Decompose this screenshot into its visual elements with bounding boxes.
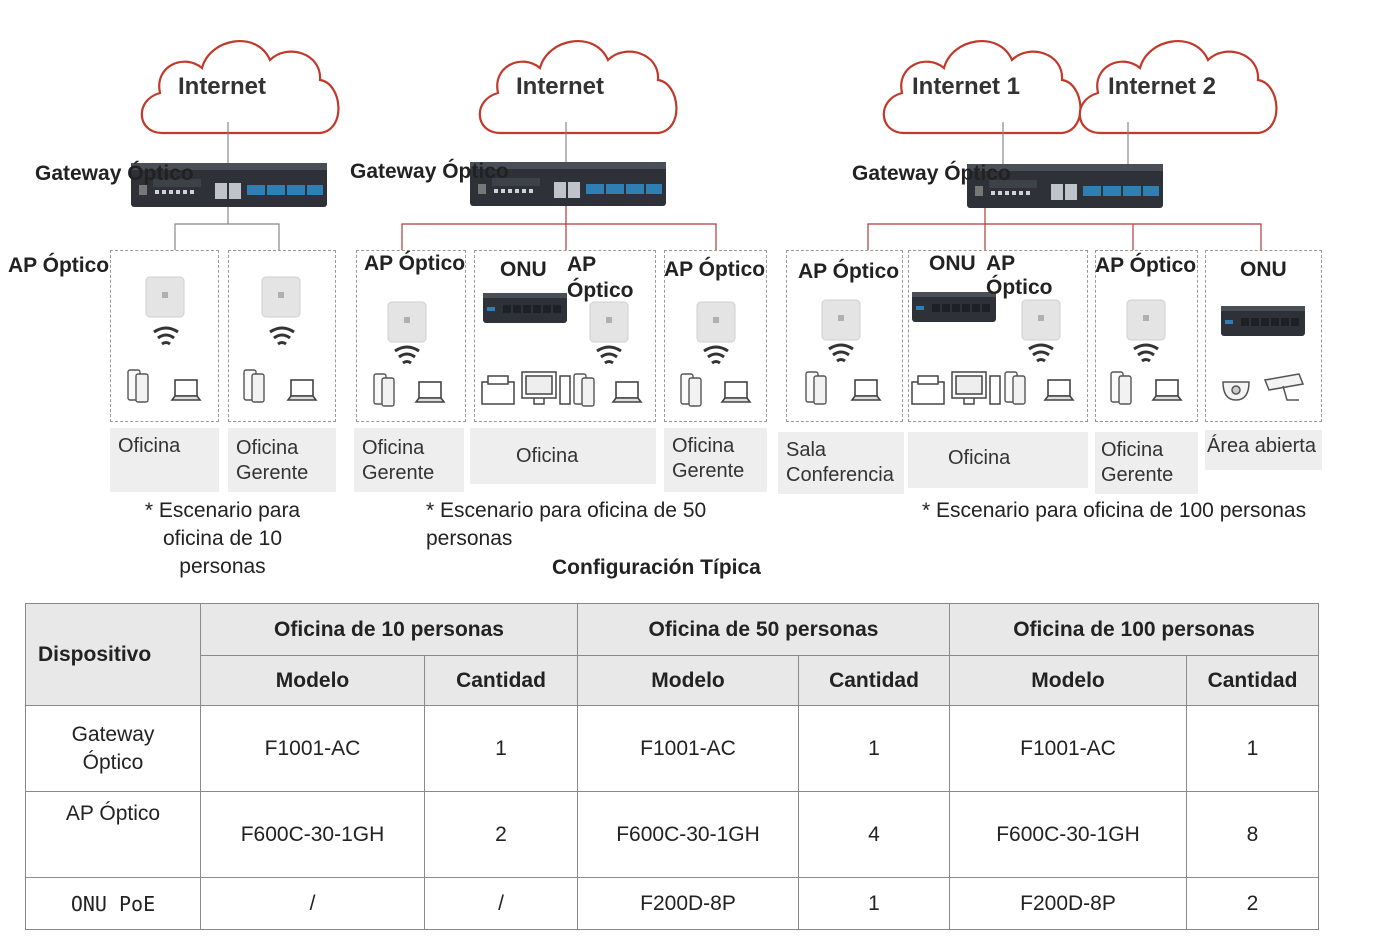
cloud-label: Internet 2 bbox=[1108, 73, 1216, 100]
cloud-label: Internet 1 bbox=[912, 73, 1020, 100]
onu-label: ONU bbox=[500, 258, 547, 281]
table-cell: 1 bbox=[424, 705, 578, 792]
scenario-caption: * Escenario para oficina de 50 personas bbox=[426, 499, 707, 550]
onu-label: ONU bbox=[1240, 258, 1287, 281]
table-cell-device: ONU PoE bbox=[25, 877, 201, 930]
table-row: ONU PoE / / F200D-8P 1 F200D-8P 2 bbox=[25, 877, 1319, 930]
room-name: Oficina Gerente bbox=[672, 435, 745, 482]
ap-label: AP Óptico bbox=[664, 258, 766, 281]
room-name: Oficina Gerente bbox=[362, 437, 435, 484]
table-row: AP Óptico F600C-30-1GH 2 F600C-30-1GH 4 … bbox=[25, 791, 1319, 878]
cloud-label: Internet bbox=[516, 73, 604, 100]
room-zone bbox=[1205, 250, 1322, 422]
room-name: Sala Conferencia bbox=[786, 439, 894, 486]
table-cell: 4 bbox=[798, 791, 950, 878]
table-title: Configuración Típica bbox=[552, 556, 761, 579]
room-zone bbox=[356, 250, 466, 422]
room-name: Oficina bbox=[516, 445, 579, 467]
table-cell: 1 bbox=[798, 877, 950, 930]
table-row: Gateway Óptico F1001-AC 1 F1001-AC 1 F10… bbox=[25, 705, 1319, 792]
room-zone bbox=[474, 250, 656, 422]
table-group-header: Oficina de 10 personas bbox=[200, 603, 578, 656]
table-cell: F600C-30-1GH bbox=[577, 791, 799, 878]
table-cell: F200D-8P bbox=[577, 877, 799, 930]
room-label-box: Oficina bbox=[110, 428, 219, 492]
gateway-label: Gateway Óptico bbox=[350, 160, 509, 183]
table-group-header: Oficina de 100 personas bbox=[949, 603, 1319, 656]
table-cell: 2 bbox=[424, 791, 578, 878]
room-label-box: Oficina Gerente bbox=[354, 428, 464, 492]
room-name: Oficina bbox=[948, 447, 1011, 469]
room-zone bbox=[1095, 250, 1198, 422]
room-name: Oficina Gerente bbox=[1101, 439, 1174, 486]
table-group-header: Oficina de 50 personas bbox=[577, 603, 950, 656]
table-cell-device: AP Óptico bbox=[25, 791, 201, 878]
configuration-table: Dispositivo Oficina de 10 personas Ofici… bbox=[25, 603, 1319, 930]
table-subheader: Modelo bbox=[200, 655, 425, 706]
room-zone bbox=[908, 250, 1088, 422]
room-name: Oficina bbox=[118, 435, 181, 457]
room-zone bbox=[786, 250, 903, 422]
table-subheader: Cantidad bbox=[1186, 655, 1319, 706]
table-cell: 2 bbox=[1186, 877, 1319, 930]
ap-label: AP Óptico bbox=[1095, 254, 1197, 277]
table-subheader: Cantidad bbox=[798, 655, 950, 706]
ap-label: AP Óptico bbox=[567, 253, 634, 302]
table-subheader: Modelo bbox=[577, 655, 799, 706]
table-cell: F1001-AC bbox=[577, 705, 799, 792]
room-label-box: Oficina Gerente bbox=[664, 428, 767, 492]
gateway-label: Gateway Óptico bbox=[852, 162, 1011, 185]
table-cell: F600C-30-1GH bbox=[949, 791, 1187, 878]
scenario-caption: * Escenario para oficina de 100 personas bbox=[922, 499, 1307, 522]
room-label-box: Oficina Gerente bbox=[228, 428, 336, 492]
room-name: Área abierta bbox=[1207, 435, 1316, 457]
room-zone bbox=[110, 250, 219, 422]
network-diagram: Internet Internet Internet 1 Internet 2 bbox=[127, 40, 1305, 407]
table-cell: F1001-AC bbox=[200, 705, 425, 792]
room-label-box: Sala Conferencia bbox=[778, 432, 904, 494]
room-name: Oficina Gerente bbox=[236, 437, 309, 484]
ap-label: AP Óptico bbox=[986, 252, 1053, 299]
room-zone bbox=[664, 250, 767, 422]
table-cell: 1 bbox=[1186, 705, 1319, 792]
scenario-caption: * Escenario para oficina de 10 personas bbox=[144, 499, 301, 578]
table-subheader: Modelo bbox=[949, 655, 1187, 706]
table-cell: F1001-AC bbox=[949, 705, 1187, 792]
room-label-box: Oficina bbox=[470, 428, 656, 484]
cloud-label: Internet bbox=[178, 73, 266, 100]
room-label-box: Área abierta bbox=[1205, 430, 1322, 470]
table-header-device: Dispositivo bbox=[25, 603, 201, 706]
table-cell: 1 bbox=[798, 705, 950, 792]
gateway-label: Gateway Óptico bbox=[35, 162, 194, 185]
room-label-box: Oficina bbox=[908, 432, 1088, 488]
table-cell: / bbox=[424, 877, 578, 930]
ap-label: AP Óptico bbox=[8, 254, 110, 277]
table-cell: / bbox=[200, 877, 425, 930]
table-subheader: Cantidad bbox=[424, 655, 578, 706]
table-cell: 8 bbox=[1186, 791, 1319, 878]
onu-label: ONU bbox=[929, 252, 976, 275]
table-cell: F200D-8P bbox=[949, 877, 1187, 930]
ap-label: AP Óptico bbox=[798, 260, 900, 283]
room-zone bbox=[228, 250, 336, 422]
table-cell-device: Gateway Óptico bbox=[25, 705, 201, 792]
ap-label: AP Óptico bbox=[364, 252, 466, 275]
room-label-box: Oficina Gerente bbox=[1095, 432, 1198, 494]
table-cell: F600C-30-1GH bbox=[200, 791, 425, 878]
